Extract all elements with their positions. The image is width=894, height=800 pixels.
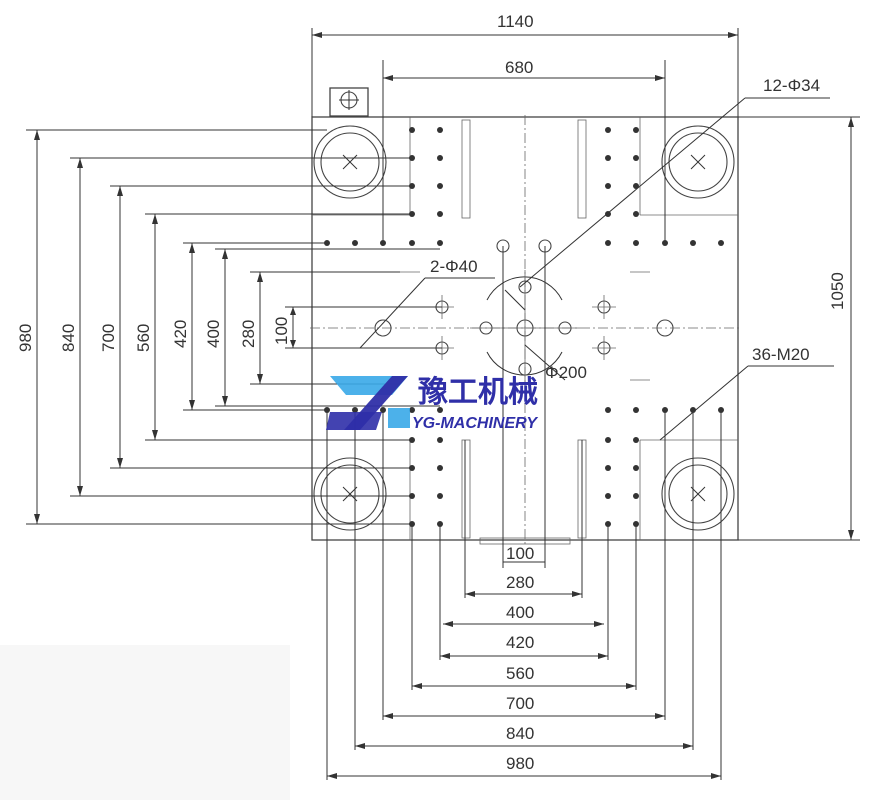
tie-bar-top-left (313, 125, 387, 199)
tie-bar-top-right (661, 125, 735, 199)
tie-bar-bottom-right (661, 457, 735, 531)
label-tiebar-holes: 12-Φ34 (763, 76, 820, 95)
dim-left-420: 420 (171, 320, 190, 348)
tie-bar-bottom-left (313, 457, 387, 531)
brand-logo: 豫工机械 YG-MACHINERY (326, 376, 538, 432)
dim-left-560: 560 (134, 324, 153, 352)
left-dimensions: 980 840 700 560 420 400 280 100 (16, 129, 442, 525)
dim-bottom-100: 100 (506, 544, 534, 563)
logo-cn-text: 豫工机械 (418, 376, 538, 409)
dim-bottom-280: 280 (506, 573, 534, 592)
dim-bottom-840: 840 (506, 724, 534, 743)
dim-bottom-980: 980 (506, 754, 534, 773)
logo-en-text: YG-MACHINERY (412, 415, 538, 432)
dim-tiebar-span: 680 (505, 58, 533, 77)
dim-left-980: 980 (16, 324, 35, 352)
dim-bottom-700: 700 (506, 694, 534, 713)
right-dimension: 1050 (738, 116, 860, 541)
background-patch (0, 645, 290, 800)
dim-bottom-400: 400 (506, 603, 534, 622)
label-center-ring: Φ200 (545, 363, 587, 382)
dim-left-100: 100 (272, 317, 291, 345)
dim-left-840: 840 (59, 324, 78, 352)
dim-left-400: 400 (204, 320, 223, 348)
label-locating-holes: 2-Φ40 (430, 257, 478, 276)
dim-left-700: 700 (99, 324, 118, 352)
dim-bottom-560: 560 (506, 664, 534, 683)
label-screw-holes: 36-M20 (752, 345, 810, 364)
tie-bar-holes (313, 125, 735, 531)
dim-left-280: 280 (239, 320, 258, 348)
bottom-dimensions: 100 280 400 420 560 700 840 980 (326, 246, 722, 780)
logo-mark-icon (326, 376, 410, 430)
top-dimensions: 1140 680 (311, 12, 739, 243)
dim-top-width: 1140 (497, 12, 534, 31)
leader-labels: 12-Φ34 2-Φ40 Φ200 36-M20 (359, 76, 834, 441)
dim-bottom-420: 420 (506, 633, 534, 652)
dim-right-height: 1050 (828, 272, 847, 310)
